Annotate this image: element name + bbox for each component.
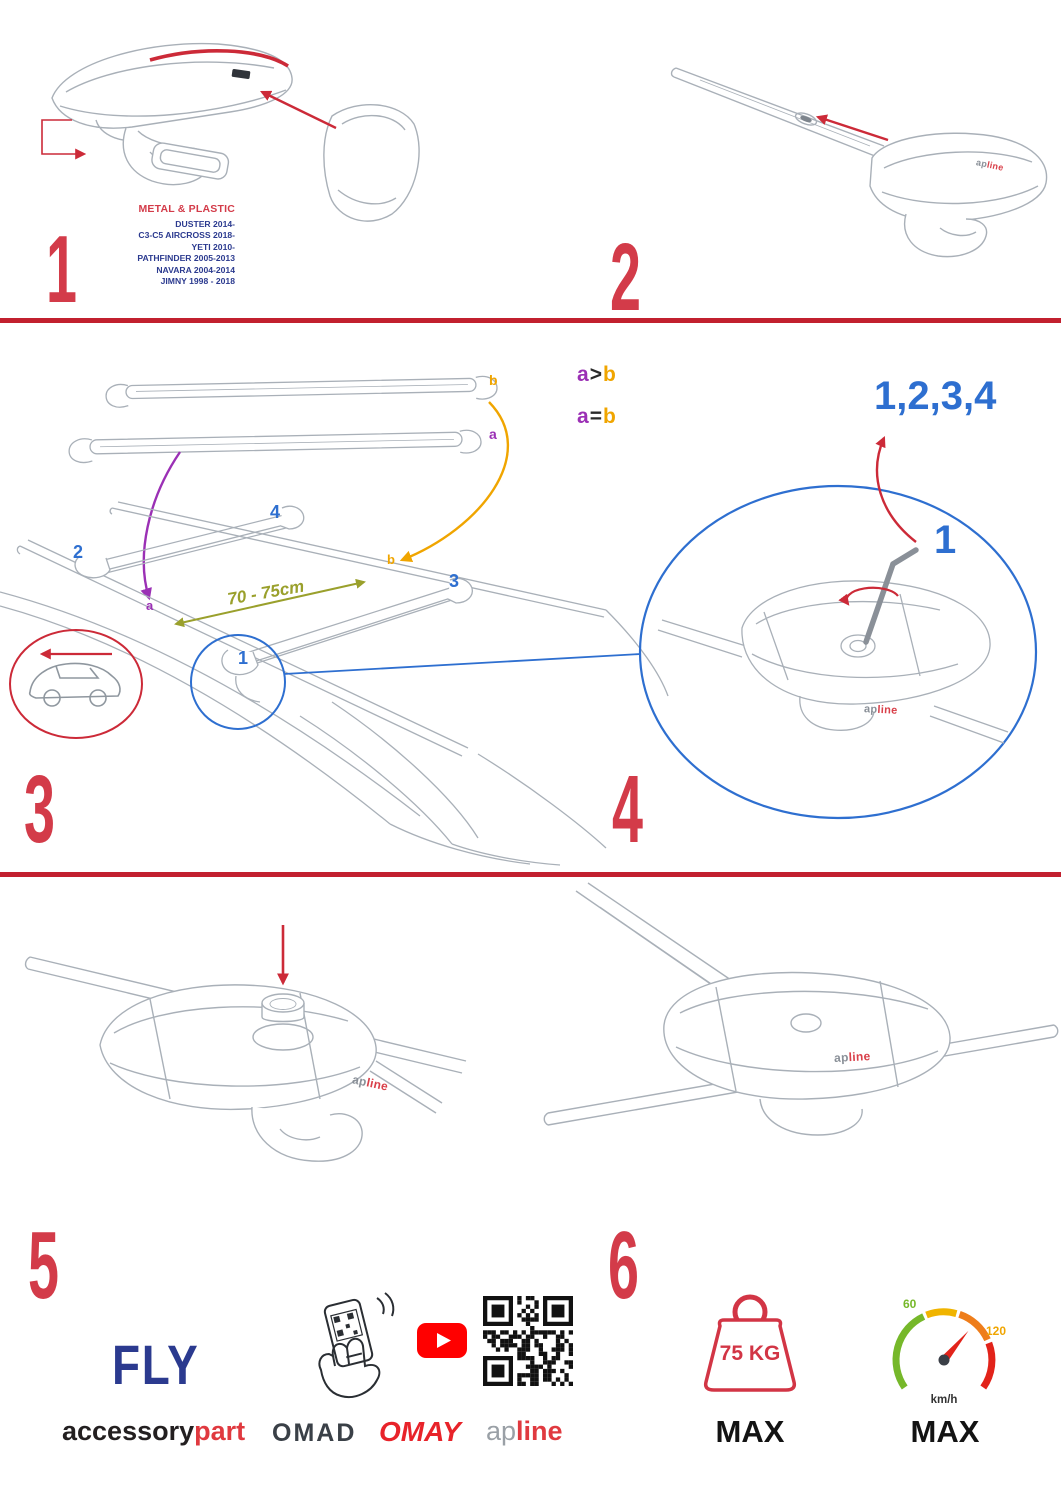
section-divider-1 (0, 318, 1061, 323)
part-brand-logo: apline (864, 703, 898, 717)
step3-car-inset (9, 629, 143, 739)
rule-op: = (589, 405, 603, 428)
step3-highlight (190, 634, 642, 730)
step3-crossbar-top (105, 375, 498, 408)
position-4: 4 (270, 502, 281, 522)
step-6-number: 6 (608, 1212, 639, 1319)
weight-max-label: MAX (715, 1414, 785, 1449)
rule-left: a (577, 363, 590, 386)
model-item: C3-C5 AIRCROSS 2018- (138, 230, 235, 241)
step1-clamp-drawing (51, 42, 420, 222)
brand-ap: ap (486, 1416, 517, 1446)
step3-guide-arrows (140, 401, 510, 601)
rotate-arrow (838, 586, 899, 606)
speed-max-label: MAX (910, 1414, 980, 1449)
step1-arrows (41, 49, 337, 160)
step5-step6-drawings (24, 882, 1059, 1162)
brand-apline: apline (486, 1416, 563, 1447)
logo-gray: ap (863, 703, 878, 716)
section-divider-2 (0, 872, 1061, 877)
bar-label-b: b (489, 372, 498, 388)
step2-bar-drawing (670, 67, 1048, 258)
rule-a-equals-b: a=b (577, 405, 617, 429)
brand-line: line (516, 1416, 563, 1446)
compatible-models: METAL & PLASTIC DUSTER 2014- C3-C5 AIRCR… (70, 203, 235, 287)
model-item: NAVARA 2004-2014 (156, 264, 235, 275)
car-side-view (28, 662, 121, 707)
brand-chip (231, 68, 251, 80)
first-position-callout: 1 (934, 518, 957, 562)
brand-omay: OMAY (379, 1416, 461, 1447)
position-3: 3 (449, 571, 460, 591)
rule-right: b (602, 363, 617, 386)
model-item: YETI 2010- (191, 241, 235, 252)
speed-high-label: 120 (986, 1324, 1007, 1338)
tighten-order-sequence: 1,2,3,4 (874, 374, 997, 418)
step-5-number: 5 (28, 1212, 59, 1319)
brand-part: part (194, 1416, 246, 1446)
rule-left: a (577, 405, 590, 428)
product-name: FLY (112, 1333, 200, 1396)
qr-code (483, 1296, 573, 1386)
brand-accessory: accessory (62, 1416, 195, 1446)
knob (261, 993, 305, 1023)
material-label: METAL & PLASTIC (138, 203, 235, 215)
bar-label-a: a (489, 426, 497, 442)
model-item: DUSTER 2014- (175, 219, 235, 229)
step-3-number: 3 (24, 756, 55, 863)
step5-drawing (24, 956, 467, 1162)
roof-label-a: a (146, 598, 154, 613)
step3-crossbar-bottom (68, 429, 482, 464)
rule-a-greater-b: a>b (577, 363, 617, 387)
phone-scan-icon (318, 1292, 395, 1398)
step1-step2-drawings (41, 42, 1048, 258)
step-2-number: 2 (610, 224, 641, 331)
needle (940, 1330, 969, 1363)
model-item: PATHFINDER 2005-2013 (137, 253, 235, 264)
rule-right: b (602, 405, 617, 428)
position-2: 2 (73, 542, 84, 562)
step-1-number: 1 (46, 216, 77, 323)
weight-limit-value: 75 KG (719, 1342, 781, 1365)
roof-label-b: b (387, 552, 395, 567)
position-1: 1 (238, 648, 249, 668)
step3-step4-drawings (0, 375, 1038, 866)
step3-measure-arrow (174, 578, 366, 628)
step6-drawing (543, 882, 1059, 1136)
model-item: JIMNY 1998 - 2018 (160, 276, 235, 287)
youtube-icon (417, 1323, 467, 1358)
step2-arrow (815, 114, 889, 142)
part-brand-logo: apline (834, 1049, 871, 1065)
speed-low-label: 60 (903, 1297, 917, 1311)
weight-max-icon (703, 1294, 797, 1392)
step4-detail-drawing (638, 435, 1038, 820)
brand-omad: OMAD (272, 1419, 357, 1447)
step-4-number: 4 (612, 756, 643, 863)
rule-op: > (589, 363, 603, 386)
logo-red: line (848, 1049, 871, 1065)
step3-roof-drawing (0, 501, 669, 866)
logo-gray: ap (833, 1050, 849, 1065)
speed-unit-label: km/h (930, 1394, 958, 1406)
brand-accessorypart: accessorypart (62, 1416, 245, 1447)
logo-red: line (877, 703, 898, 717)
speedometer-icon (892, 1308, 996, 1390)
allen-key-icon (863, 547, 919, 645)
sequence-arrow (875, 435, 917, 543)
